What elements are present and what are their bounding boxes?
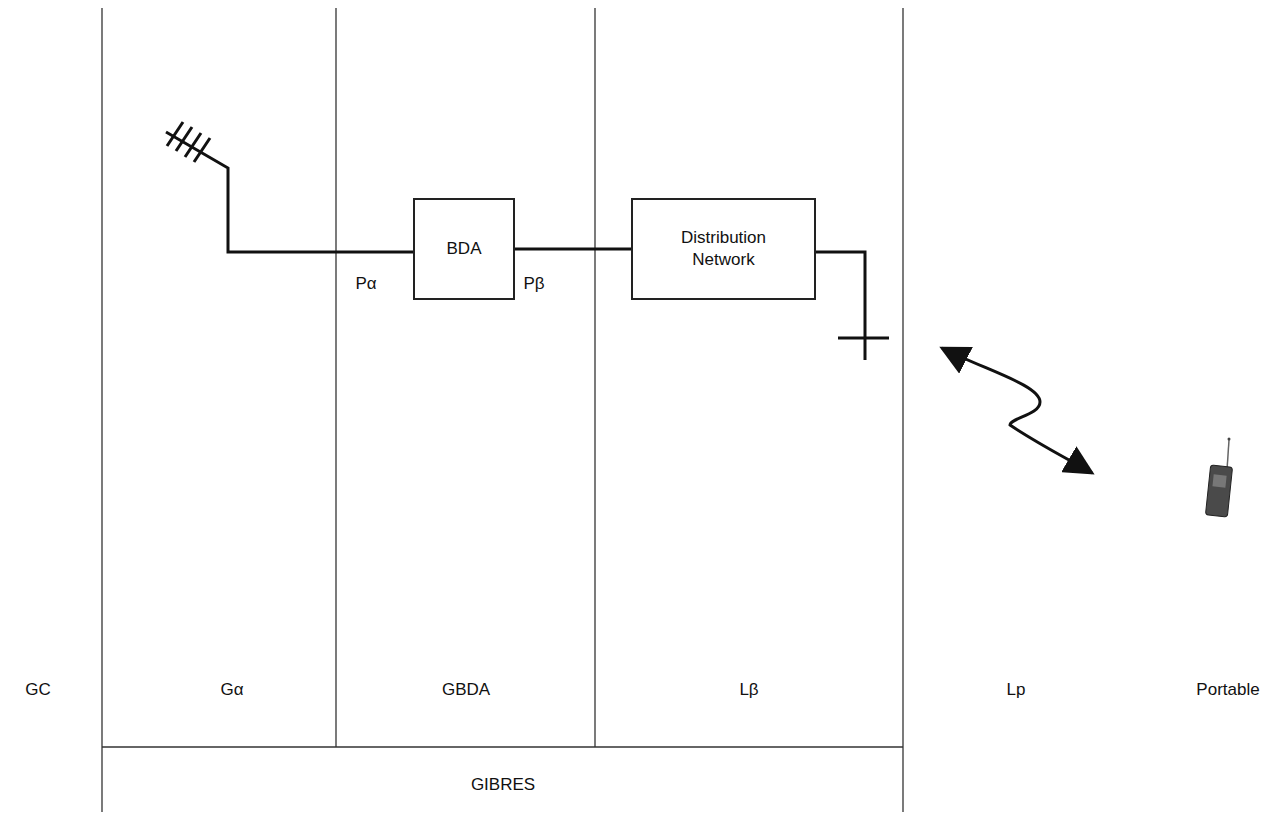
port-label: Pα [353, 274, 378, 294]
box-label: Distribution Network [664, 227, 784, 271]
process-box: Distribution Network [631, 198, 816, 300]
gain-label: GIBRES [469, 775, 537, 795]
gain-label: Gα [218, 680, 245, 700]
loss-label: Lp [1005, 680, 1028, 700]
radio-link-arrow [942, 348, 1092, 473]
divider-line [902, 8, 903, 812]
divider-line [335, 8, 336, 747]
divider-line [594, 8, 595, 747]
gain-label: GC [23, 680, 53, 700]
port-label: Pβ [521, 274, 546, 294]
divider-line [101, 8, 102, 812]
device-label: Portable [1194, 680, 1261, 700]
signal-wire [515, 248, 631, 251]
yagi-antenna [166, 122, 413, 252]
process-box: BDA [413, 198, 515, 300]
loss-label: Lβ [737, 680, 760, 700]
divider-line [102, 746, 903, 747]
gain-label: GBDA [440, 680, 492, 700]
indoor-antenna [816, 252, 889, 360]
portable-radio [1205, 438, 1232, 518]
box-label: BDA [447, 238, 482, 260]
